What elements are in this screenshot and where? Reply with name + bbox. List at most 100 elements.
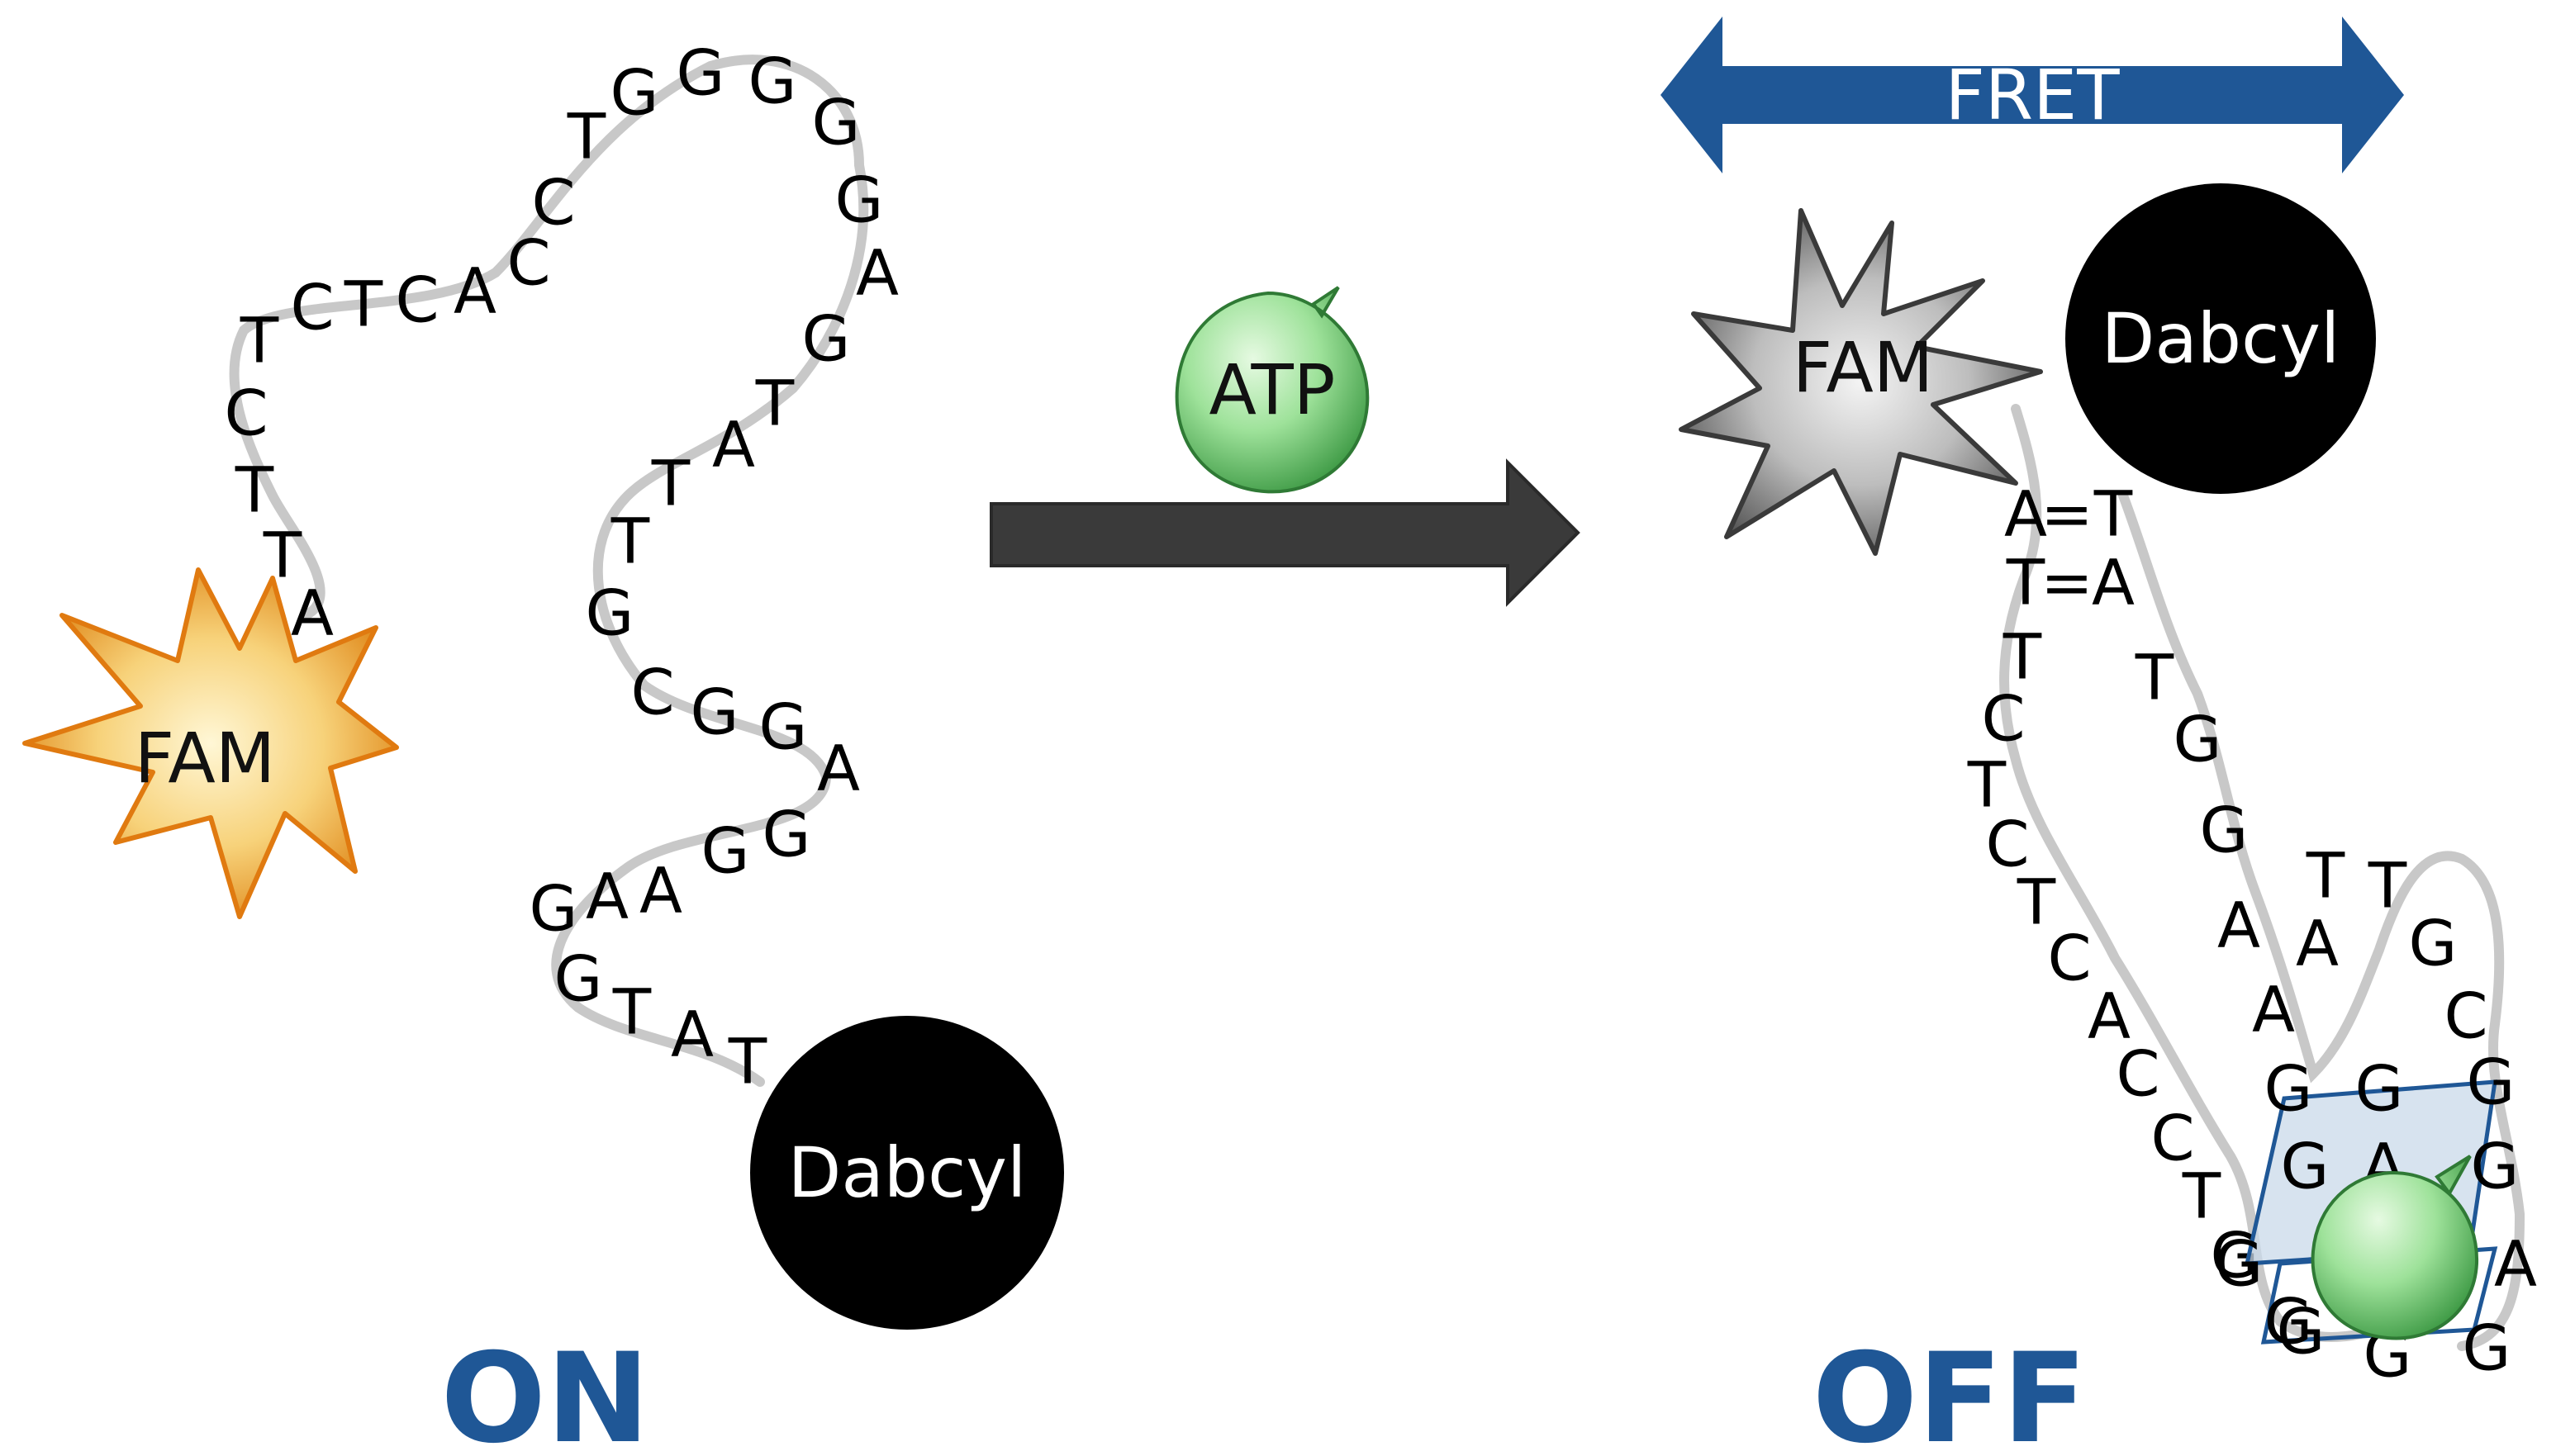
left-arm-nt-5: T	[2017, 866, 2056, 939]
quad-nt-12: G	[2463, 1311, 2511, 1385]
off-base-pairs: A = T T = A	[2004, 477, 2135, 619]
on-nt-13: G	[610, 56, 659, 130]
quad-nt-4: G	[2281, 1130, 2330, 1203]
on-nt-9: A	[454, 254, 496, 328]
pair-2-bond: =	[2041, 546, 2093, 619]
fam-label-off: FAM	[1793, 327, 1934, 408]
on-nt-8: C	[395, 263, 439, 337]
fam-label-on: FAM	[135, 718, 276, 799]
dabcyl-label-on: Dabcyl	[788, 1132, 1027, 1213]
quad-nt-8: A	[2494, 1227, 2537, 1301]
on-state-label: ON	[440, 1327, 649, 1456]
on-nt-31: A	[639, 854, 682, 927]
on-nt-28: A	[817, 732, 860, 805]
dabcyl-quencher-on: Dabcyl	[750, 1016, 1064, 1330]
pair-1-right: T	[2093, 477, 2133, 551]
left-arm-nt-7: A	[2088, 979, 2131, 1053]
right-arm-nt-2: G	[2174, 703, 2222, 776]
on-nt-1: A	[291, 576, 334, 650]
left-arm-nt-1: T	[2003, 620, 2042, 694]
off-right-arm: T G G A A	[2135, 641, 2295, 1046]
right-arm-nt-4: A	[2217, 889, 2260, 962]
on-nt-12: T	[567, 100, 606, 173]
right-arm-nt-1: T	[2135, 641, 2174, 714]
fam-star-on-icon	[22, 567, 399, 919]
on-nt-17: G	[835, 164, 884, 237]
on-nt-16: G	[812, 86, 861, 159]
loop-nt-2: T	[2306, 839, 2345, 913]
quad-nt-7: G	[2215, 1227, 2264, 1301]
on-nt-5: T	[240, 304, 279, 377]
atp-drop-icon	[1175, 286, 1370, 494]
on-nt-34: G	[554, 942, 603, 1016]
off-state: FRET FAM Dabcyl A = T T = A T C T C	[1660, 17, 2537, 1456]
off-loop: A T T G C	[2296, 839, 2488, 1053]
right-arm-nt-3: G	[2200, 794, 2249, 867]
left-arm-nt-3: T	[1967, 748, 2007, 822]
on-nt-11: C	[531, 166, 575, 240]
transition: ATP	[990, 286, 1580, 607]
on-nt-19: G	[802, 302, 851, 376]
on-nt-15: G	[748, 45, 797, 118]
fret-arrow: FRET	[1660, 17, 2404, 173]
on-nt-14: G	[677, 36, 725, 110]
on-nt-10: C	[506, 226, 550, 300]
on-state: A T T C T C T C A C C T G G G G G A G T …	[22, 36, 1064, 1456]
on-nt-36: A	[671, 998, 714, 1071]
dabcyl-label-off: Dabcyl	[2102, 298, 2340, 379]
on-nt-26: G	[691, 676, 739, 749]
dabcyl-quencher-off: Dabcyl	[2065, 183, 2376, 494]
on-nt-33: G	[530, 872, 578, 946]
loop-nt-1: A	[2296, 907, 2339, 980]
on-sequence: A T T C T C T C A C C T G G G G G A G T …	[224, 36, 899, 1098]
dabcyl-circle-off	[2065, 183, 2376, 494]
on-nt-22: T	[651, 447, 691, 520]
left-arm-nt-4: C	[1985, 808, 2029, 881]
atp-label: ATP	[1209, 349, 1336, 430]
on-nt-2: T	[263, 519, 302, 592]
fret-label: FRET	[1945, 55, 2120, 135]
off-state-label: OFF	[1812, 1327, 2087, 1456]
quad-nt-3: G	[2467, 1046, 2516, 1119]
left-arm-nt-8: C	[2116, 1037, 2159, 1111]
on-nt-21: A	[712, 408, 755, 481]
right-arm-nt-5: A	[2252, 973, 2295, 1046]
on-nt-18: A	[856, 236, 899, 310]
atp-molecule: ATP	[1175, 286, 1370, 494]
loop-nt-4: G	[2409, 907, 2458, 980]
on-nt-29: G	[763, 798, 811, 871]
pair-1-bond: =	[2041, 477, 2093, 551]
pair-2-right: A	[2092, 546, 2135, 619]
loop-nt-5: C	[2444, 979, 2487, 1053]
off-left-arm: T C T C T C A C C T G	[1967, 620, 2259, 1292]
on-nt-3: T	[235, 453, 274, 527]
on-backbone	[229, 55, 869, 1087]
left-arm-nt-9: C	[2150, 1102, 2194, 1175]
bound-atp-icon	[2311, 1155, 2479, 1340]
on-nt-27: G	[759, 690, 808, 764]
loop-nt-3: T	[2368, 849, 2407, 922]
on-nt-4: C	[224, 377, 268, 450]
fret-double-arrow-icon	[1660, 17, 2404, 173]
quad-nt-9: G	[2264, 1285, 2313, 1359]
on-nt-30: G	[701, 814, 750, 888]
g-quadruplex: G G G G A G G A G G G G	[2215, 1046, 2537, 1392]
on-nt-23: T	[610, 505, 650, 578]
on-nt-7: T	[344, 268, 383, 341]
pair-2-left: T	[2006, 546, 2045, 619]
on-nt-24: G	[586, 576, 634, 650]
quad-nt-2: G	[2355, 1052, 2404, 1126]
quad-nt-10: G	[2277, 1295, 2326, 1368]
left-arm-nt-2: C	[1981, 682, 2025, 756]
dabcyl-circle-on	[750, 1016, 1064, 1330]
left-arm-nt-10: T	[2182, 1160, 2221, 1233]
quad-nt-6: G	[2471, 1130, 2520, 1203]
on-nt-35: T	[612, 975, 652, 1049]
pair-1-left: A	[2004, 477, 2047, 551]
fam-fluorophore-off: FAM	[1679, 208, 2043, 556]
left-arm-nt-6: C	[2047, 922, 2091, 995]
on-nt-20: T	[755, 367, 795, 440]
fam-star-off-icon	[1679, 208, 2043, 556]
transition-arrow-icon	[990, 458, 1580, 607]
